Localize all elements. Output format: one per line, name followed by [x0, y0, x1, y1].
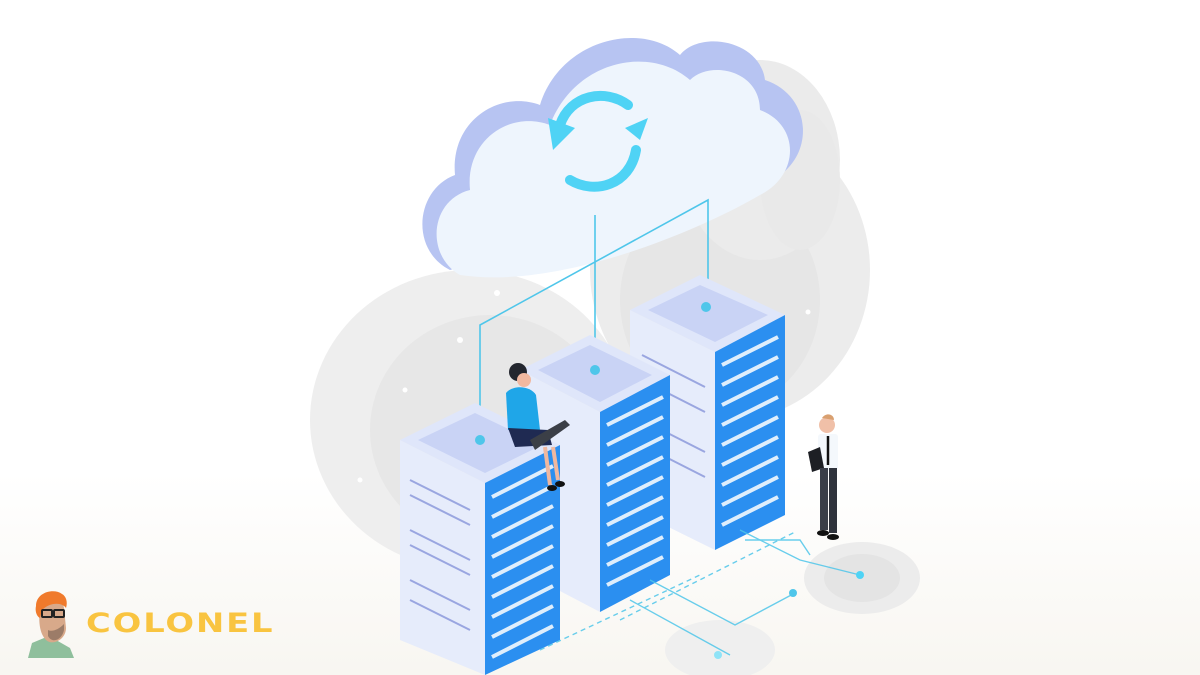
- brand-logo[interactable]: COLONEL: [22, 588, 273, 658]
- floor-network-lines: [539, 529, 861, 656]
- man-with-tablet: [808, 414, 839, 540]
- cloud: [422, 37, 803, 278]
- brand-logo-text: COLONEL: [86, 607, 275, 639]
- server-left: [400, 403, 560, 675]
- sync-arrows-icon: [555, 91, 641, 192]
- woman-with-laptop: [506, 363, 570, 491]
- colonel-avatar-icon: [28, 591, 74, 658]
